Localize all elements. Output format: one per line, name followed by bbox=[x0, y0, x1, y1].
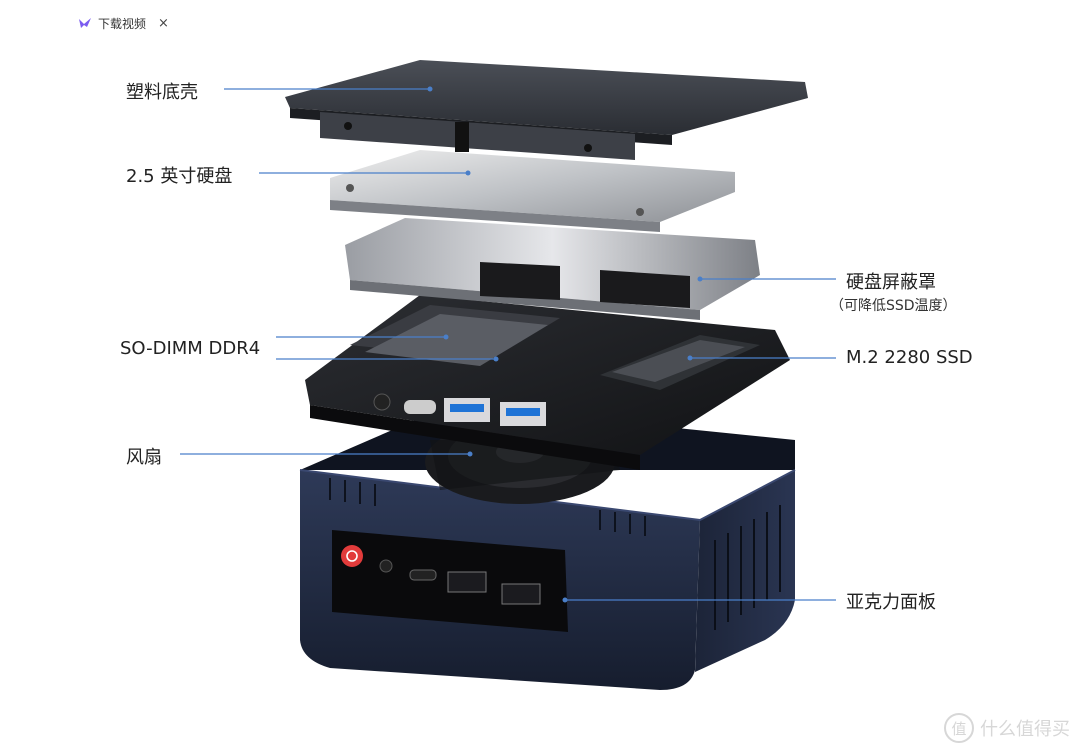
leader-dots bbox=[427, 86, 703, 603]
label-fan: 风扇 bbox=[126, 447, 162, 468]
leader-lines bbox=[180, 88, 836, 601]
label-plastic-base: 塑料底壳 bbox=[126, 82, 198, 103]
hdd-2-5 bbox=[330, 150, 735, 232]
motherboard bbox=[305, 295, 790, 470]
hdd-shield bbox=[345, 218, 760, 320]
tab-bar: 下载视频 × bbox=[0, 0, 1080, 44]
tab-download-video[interactable]: 下载视频 × bbox=[78, 12, 169, 34]
plastic-base bbox=[285, 60, 808, 160]
tab-title: 下载视频 bbox=[98, 16, 147, 31]
close-icon[interactable]: × bbox=[158, 15, 169, 31]
watermark: 值 什么值得买 bbox=[944, 713, 1070, 743]
watermark-badge: 值 bbox=[944, 713, 974, 743]
bird-logo-icon bbox=[79, 18, 91, 28]
label-ssd: M.2 2280 SSD bbox=[846, 347, 973, 368]
label-acrylic-panel: 亚克力面板 bbox=[846, 592, 936, 613]
label-hdd: 2.5 英寸硬盘 bbox=[126, 166, 233, 187]
power-icon bbox=[341, 545, 363, 567]
label-ram: SO-DIMM DDR4 bbox=[120, 338, 261, 359]
label-hdd-shield-note: （可降低SSD温度） bbox=[830, 298, 957, 314]
watermark-text: 什么值得买 bbox=[980, 719, 1070, 740]
label-hdd-shield: 硬盘屏蔽罩 bbox=[846, 272, 936, 293]
